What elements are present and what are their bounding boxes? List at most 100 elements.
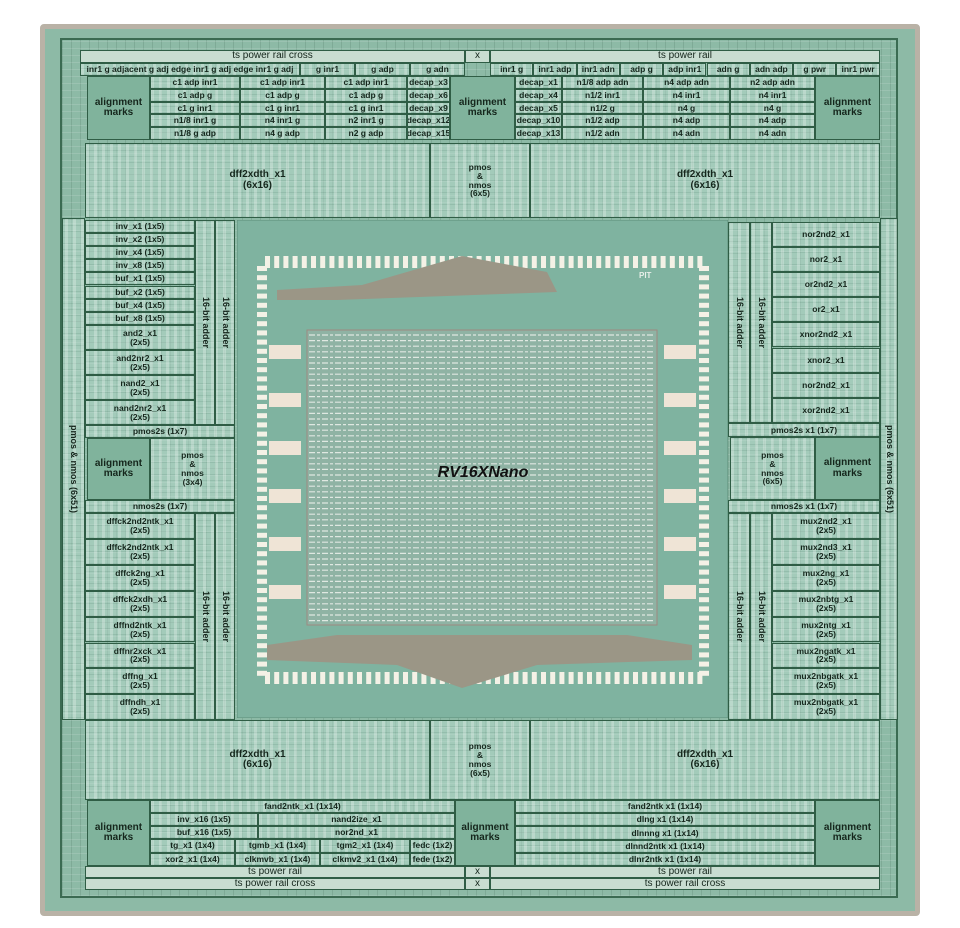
bond-pad [329,256,335,268]
std-cell: dffck2ng_x1 (2x5) [85,564,195,591]
pin-label: g adn [410,63,465,76]
decap-cell-label: decap_x6 [409,89,448,100]
dff-array: dff2xdth_x1 (6x16) [85,143,430,218]
bond-pad [257,284,267,290]
bond-pad [541,256,546,268]
bond-pad [699,459,709,465]
std-cell: nor2nd2_x1 [772,222,880,248]
pmos-nmos-strip: pmos & nmos (6x51) [880,218,898,720]
bond-pad [699,477,709,483]
std-cell-label: clkmv2_x1 (1x4) [332,853,398,864]
std-cell-label: inv_x4 (1x5) [115,247,165,258]
std-cell: n2 adp adn [730,76,815,89]
bond-pad [257,413,267,419]
bond-pad [699,376,709,382]
bond-pad [257,606,267,612]
std-cell-label: c1 adp inr1 [172,76,218,87]
bond-pad [699,385,709,391]
bond-pad [257,551,267,557]
decap-cell-label: decap_x3 [409,76,448,87]
std-cell: mux2nbgatk_x1 (2x5) [772,668,880,695]
std-cell: buf_x2 (1x5) [85,285,195,299]
alignment-marks-label: alignment marks [461,821,509,843]
power-trapezoid-bottom [267,635,692,688]
std-cell: inv_x1 (1x5) [85,220,195,234]
std-cell-label: inv_x8 (1x5) [115,260,165,271]
std-cell: n4 inr1 [643,88,730,102]
adder-16bit: 16-bit adder [728,222,750,423]
std-cell-label: n4 g adp [265,128,300,139]
power-rail: ts power rail [490,50,880,63]
bond-pad [257,321,267,327]
bond-pad [301,672,307,684]
std-cell-label: n4 inr1 [672,89,701,100]
power-rail-cross: ts power rail cross [80,50,465,63]
bond-pad [311,672,316,684]
io-trace [269,393,301,407]
bond-pad [651,256,657,268]
dff-array-label: dff2xdth_x1 (6x16) [229,169,286,191]
pin-label: adn adp [749,63,794,76]
bond-pad [257,339,267,345]
pin-label: g adp [355,63,410,76]
bond-pad [513,672,519,684]
std-cell-label: or2nd2_x1 [804,279,848,290]
bond-pad [257,661,267,667]
bond-pad [292,256,298,268]
std-cell-label: c1 g inr1 [348,102,384,113]
power-rail-cross-label: ts power rail cross [234,878,316,889]
bond-pad [274,256,280,268]
adder-16bit: 16-bit adder [195,513,215,720]
std-cell-row-label: fand2ntk x1 (1x14) [627,801,703,812]
bond-pad [699,302,709,308]
std-cell-label: c1 adp inr1 [260,76,305,87]
std-cell-label: n2 g adp [348,128,384,139]
pin-label-label: g pwr [803,64,827,75]
rail-x: x [465,866,490,878]
power-rail: ts power rail [85,866,465,878]
bond-pad [257,431,267,437]
std-cell-label: buf_x8 (1x5) [115,312,165,323]
alignment-marks-label: alignment marks [458,96,507,118]
bond-pad [283,256,289,268]
bond-pad [257,588,267,593]
std-cell: xor2_x1 (1x4) [150,852,235,866]
bond-pad [699,358,709,363]
std-cell: n4 g [730,101,815,115]
bond-pad [257,670,267,676]
decap-cell: decap_x3 [407,76,450,89]
bond-pad [699,330,709,336]
io-trace [269,537,301,551]
std-cell-row: fand2ntk_x1 (1x14) [150,800,455,813]
decap-cell: decap_x13 [515,127,562,140]
bond-pad [257,477,267,483]
nmos2s-row: nmos2s (1x7) [85,500,235,513]
std-cell: c1 adp g [150,88,240,102]
std-cell-label: clkmvb_x1 (1x4) [244,853,311,864]
pin-label-label: adn adp [755,64,788,75]
adder-16bit-label: 16-bit adder [734,297,745,349]
pmos-nmos-array: pmos & nmos (6x5) [430,143,530,218]
bond-pad [257,312,267,317]
bond-pad [699,560,709,566]
bond-pad [587,256,592,268]
std-cell-row: dlnr2ntk x1 (1x14) [515,852,815,866]
decap-cell-label: decap_x10 [516,115,561,126]
io-trace [269,585,301,599]
io-trace [664,393,696,407]
bond-pad [623,672,629,684]
bond-pad [403,256,408,268]
std-cell: n4 g adp [240,127,325,140]
std-cell: n1/8 adp adn [562,76,643,89]
std-cell: n4 adn [730,127,815,140]
pin-label: g pwr [793,63,837,76]
pmos-nmos-strip: pmos & nmos (6x51) [62,218,85,720]
adder-16bit-label: 16-bit adder [756,591,767,643]
std-cell-label: fede (1x2) [412,853,453,864]
std-cell: nand2ize_x1 [258,813,455,826]
bond-pad [257,523,267,529]
bond-pad [393,672,399,684]
bond-pad [274,672,280,684]
bond-pad [257,367,267,373]
logo: PlT [639,271,652,280]
